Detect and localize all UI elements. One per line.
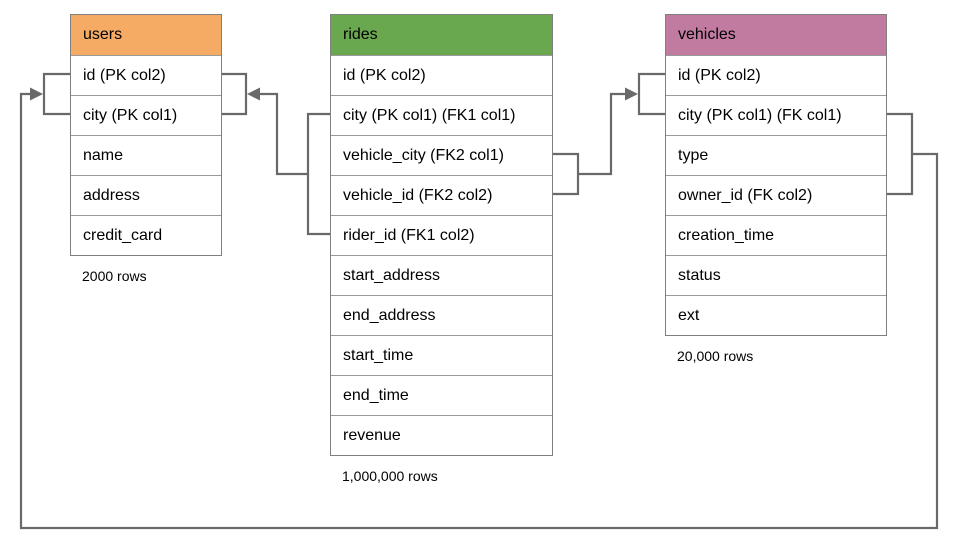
vehicles-left-bracket <box>637 72 667 116</box>
table-column-row: end_address <box>331 295 552 335</box>
table-column-row: city (PK col1) (FK1 col1) <box>331 95 552 135</box>
table-column-row: id (PK col2) <box>666 55 886 95</box>
row-count-label-rides: 1,000,000 rows <box>342 468 438 484</box>
table-header-users: users <box>71 15 221 55</box>
table-column-row: vehicle_city (FK2 col1) <box>331 135 552 175</box>
table-column-row: credit_card <box>71 215 221 255</box>
table-column-row: city (PK col1) <box>71 95 221 135</box>
row-count-label-vehicles: 20,000 rows <box>677 348 754 364</box>
vehicles-to-users-connector <box>19 92 939 530</box>
table-column-row: start_address <box>331 255 552 295</box>
table-column-row: type <box>666 135 886 175</box>
table-column-row: ext <box>666 295 886 335</box>
arrowhead-into-users-right <box>247 87 260 101</box>
rides-to-vehicles-connector <box>578 92 625 176</box>
table-column-row: creation_time <box>666 215 886 255</box>
table-rides: rides id (PK col2)city (PK col1) (FK1 co… <box>330 14 553 484</box>
table-column-row: id (PK col2) <box>331 55 552 95</box>
relationship-vehicles-to-users <box>19 72 939 530</box>
users-right-bracket <box>220 72 248 116</box>
table-vehicles-box: vehicles id (PK col2)city (PK col1) (FK … <box>665 14 887 336</box>
table-column-row: id (PK col2) <box>71 55 221 95</box>
table-vehicles-columns: id (PK col2)city (PK col1) (FK col1)type… <box>666 55 886 335</box>
table-column-row: status <box>666 255 886 295</box>
table-column-row: vehicle_id (FK2 col2) <box>331 175 552 215</box>
table-rides-box: rides id (PK col2)city (PK col1) (FK1 co… <box>330 14 553 456</box>
table-rides-columns: id (PK col2)city (PK col1) (FK1 col1)veh… <box>331 55 552 455</box>
table-vehicles: vehicles id (PK col2)city (PK col1) (FK … <box>665 14 887 364</box>
vehicles-right-bracket <box>885 112 914 196</box>
table-column-row: end_time <box>331 375 552 415</box>
relationship-rides-to-vehicles <box>551 72 667 196</box>
rides-to-users-connector <box>259 92 308 176</box>
arrowhead-into-users-left <box>30 87 43 101</box>
row-count-label-users: 2000 rows <box>82 268 147 284</box>
rides-right-bracket <box>551 152 580 196</box>
relationship-rides-to-users <box>220 72 332 236</box>
users-left-bracket <box>42 72 72 116</box>
table-column-row: city (PK col1) (FK col1) <box>666 95 886 135</box>
table-header-vehicles: vehicles <box>666 15 886 55</box>
table-column-row: owner_id (FK col2) <box>666 175 886 215</box>
rides-left-bracket <box>306 112 332 236</box>
table-column-row: name <box>71 135 221 175</box>
table-column-row: revenue <box>331 415 552 455</box>
table-column-row: rider_id (FK1 col2) <box>331 215 552 255</box>
arrowhead-into-vehicles-left <box>625 87 638 101</box>
table-header-rides: rides <box>331 15 552 55</box>
table-column-row: start_time <box>331 335 552 375</box>
table-column-row: address <box>71 175 221 215</box>
